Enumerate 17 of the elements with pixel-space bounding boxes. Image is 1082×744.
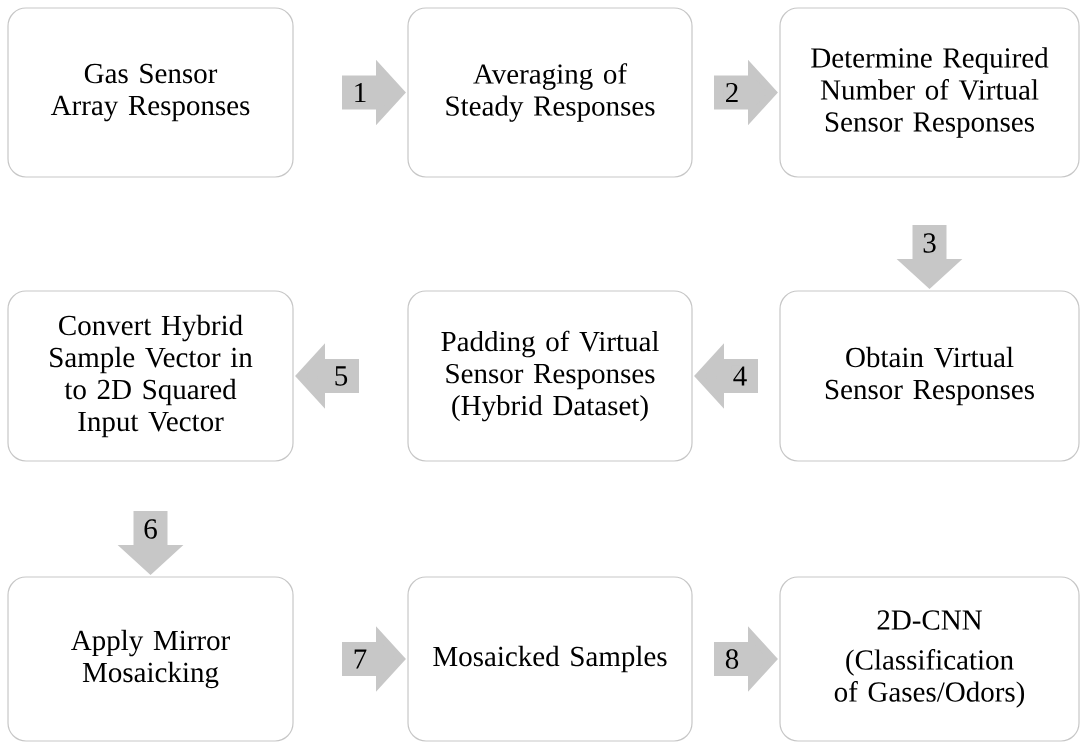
step-number: 2 bbox=[726, 82, 738, 103]
process-box: Obtain Virtual Sensor Responses bbox=[779, 290, 1080, 462]
step-number: 7 bbox=[354, 649, 367, 669]
process-box: Mosaicked Samples bbox=[407, 576, 693, 742]
step-number: 6 bbox=[144, 519, 157, 539]
step-number: 1 bbox=[355, 82, 366, 103]
step-number: 3 bbox=[923, 233, 936, 253]
process-box: Convert Hybrid Sample Vector in to 2D Squared Input Vector bbox=[7, 290, 294, 462]
process-box: Determine Required Number of Virtual Sensor Responses bbox=[779, 7, 1080, 178]
process-box: Gas Sensor Array Responses bbox=[7, 7, 294, 178]
process-box: Padding of Virtual Sensor Responses (Hybrid Dataset) bbox=[407, 290, 693, 462]
step-number: 8 bbox=[725, 649, 739, 669]
process-box: 2D-CNN (Classification of Gases/Odors) bbox=[779, 576, 1080, 742]
step-number: 5 bbox=[335, 366, 348, 386]
process-box: Apply Mirror Mosaicking bbox=[7, 576, 294, 742]
step-number: 4 bbox=[733, 366, 747, 386]
process-box: Averaging of Steady Responses bbox=[407, 7, 693, 178]
